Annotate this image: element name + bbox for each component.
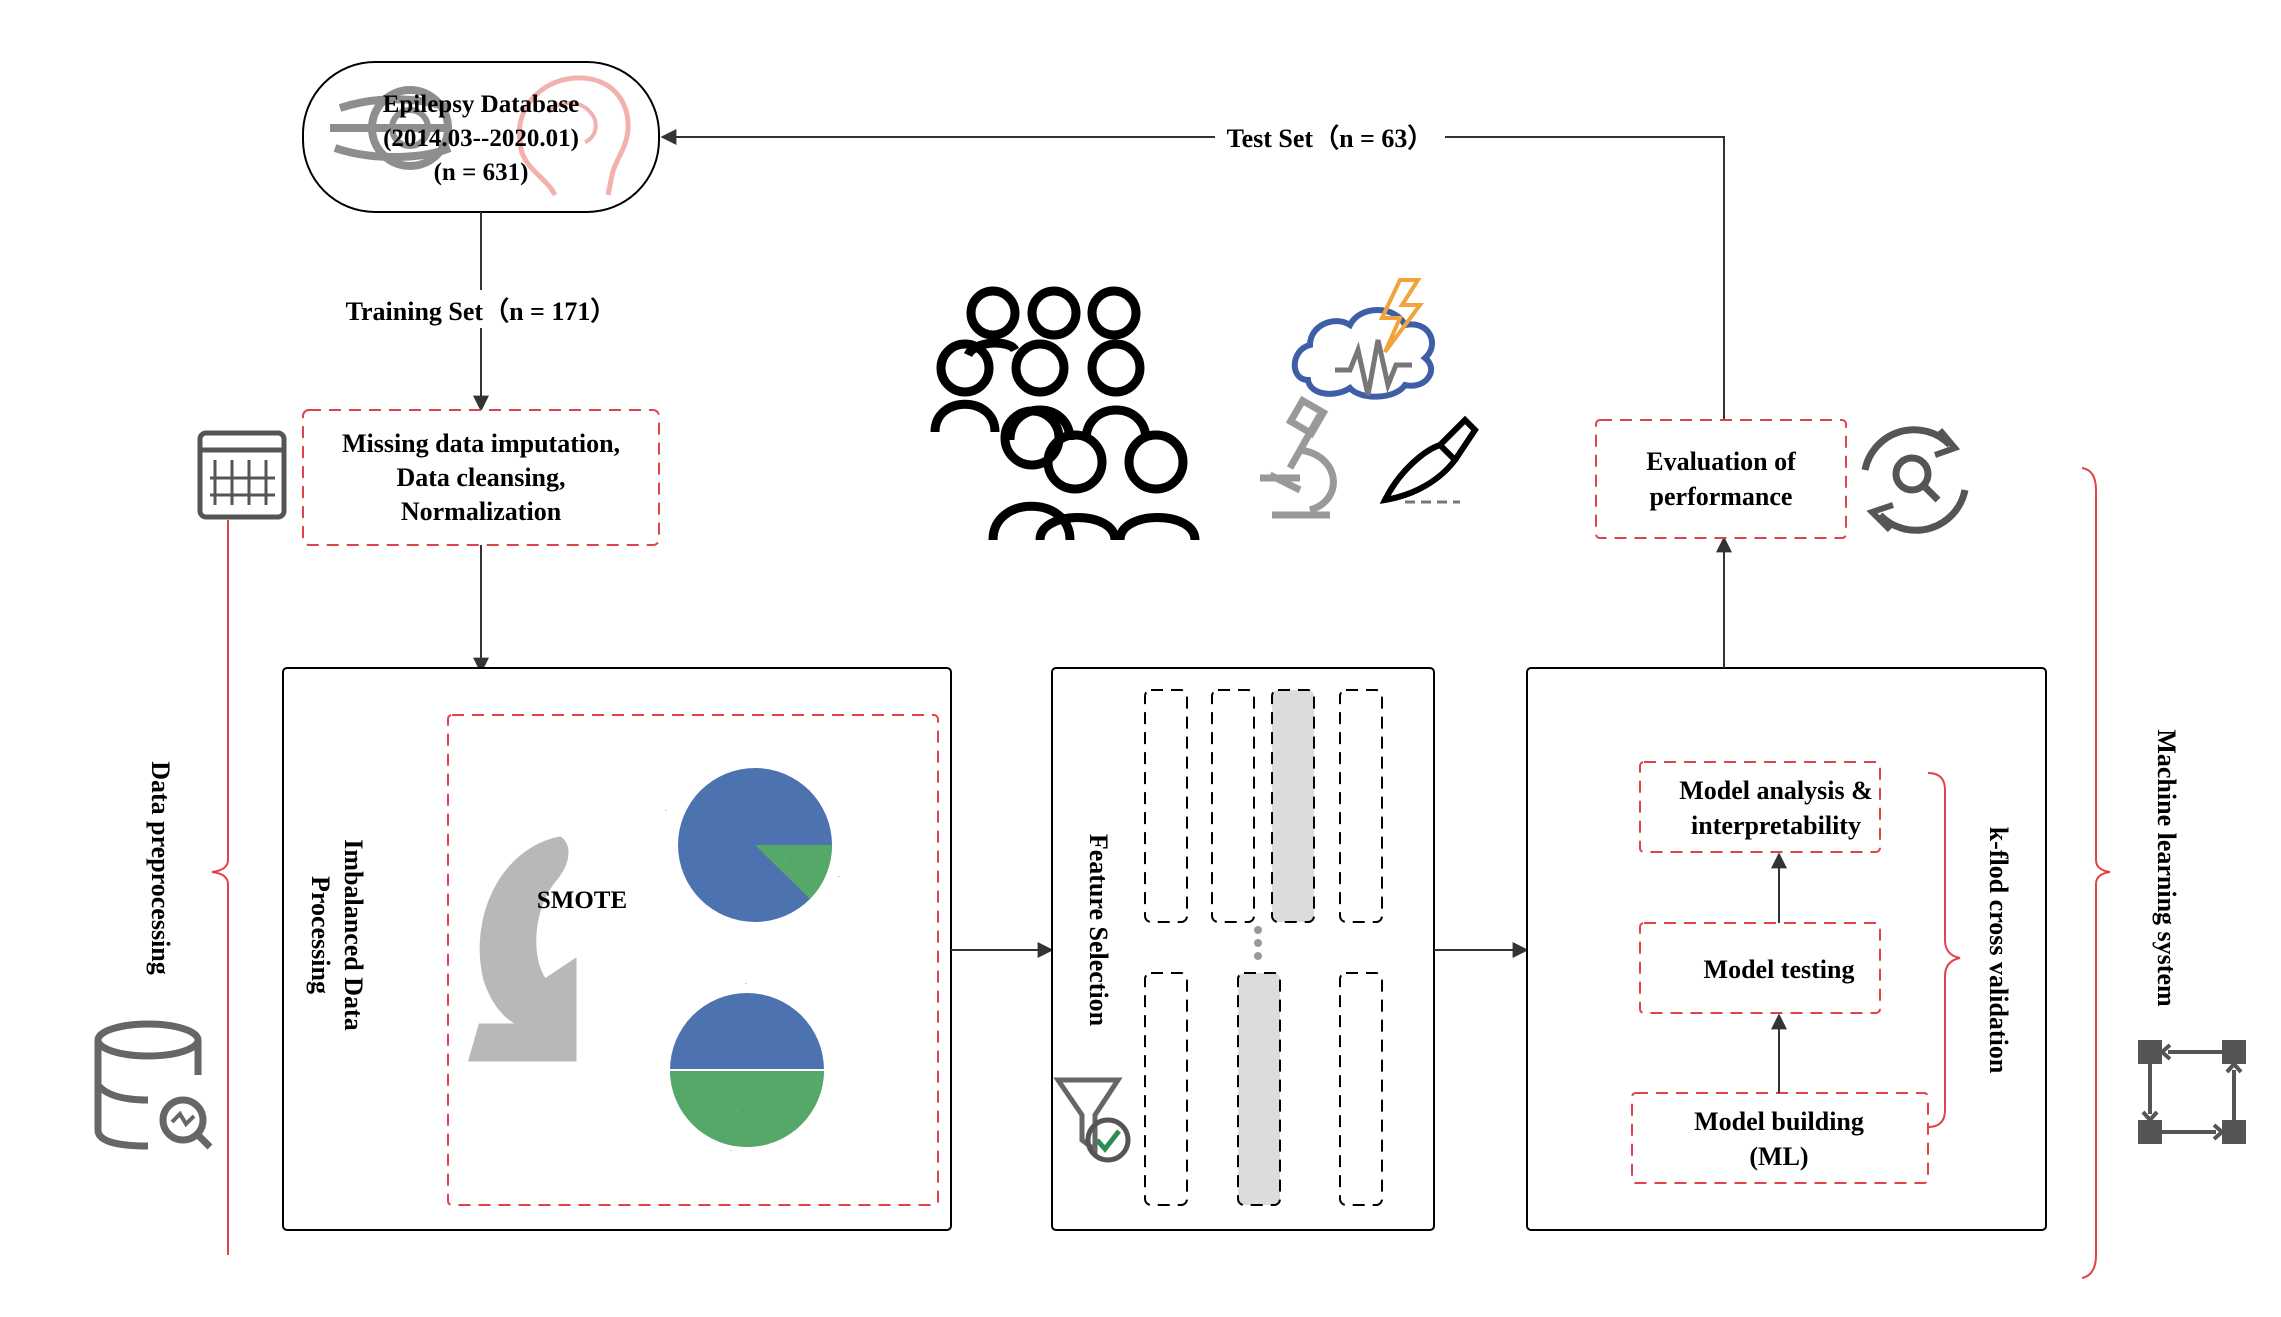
machine-learning-system-label: Machine learning system bbox=[2152, 729, 2181, 1007]
preprocess-line1: Missing data imputation, bbox=[342, 429, 620, 458]
model-testing-label: Model testing bbox=[1704, 955, 1855, 984]
kfold-brace bbox=[1927, 772, 1961, 1128]
pie-chart-after: - - - - bbox=[670, 981, 824, 1154]
model-panel: Model analysis & interpretability Model … bbox=[1526, 667, 2047, 1231]
smote-arrow-icon bbox=[468, 836, 577, 1062]
svg-text:-: - bbox=[745, 981, 747, 987]
feature-columns bbox=[1144, 689, 1383, 1206]
feature-selection-title: Feature Selection bbox=[1084, 834, 1113, 1027]
model-building-line2: (ML) bbox=[1749, 1142, 1808, 1171]
crowd-people-icon bbox=[930, 286, 1200, 541]
evaluation-box: Evaluation of performance bbox=[1595, 419, 1847, 539]
brain-lightning-icon bbox=[1291, 278, 1436, 400]
preprocess-line2: Data cleansing, bbox=[397, 463, 566, 492]
feature-selection-panel: Feature Selection bbox=[1051, 667, 1435, 1231]
imbalanced-title-line1: Imbalanced Data bbox=[339, 839, 368, 1030]
database-title: Epilepsy Database bbox=[383, 91, 580, 118]
smote-label: SMOTE bbox=[537, 887, 627, 914]
svg-text:-: - bbox=[838, 874, 840, 880]
model-building-line1: Model building bbox=[1694, 1107, 1864, 1136]
refresh-search-icon bbox=[1861, 426, 1969, 534]
ellipsis-dots bbox=[1254, 926, 1262, 960]
model-analysis-line2: interpretability bbox=[1691, 811, 1861, 840]
spreadsheet-icon bbox=[197, 430, 287, 520]
imbalanced-title-line2: Processing bbox=[306, 876, 335, 994]
epilepsy-database-node: Epilepsy Database (2014.03--2020.01) (n … bbox=[302, 61, 660, 213]
training-set-label: Training Set（n = 171） bbox=[346, 297, 617, 326]
scalpel-icon bbox=[1379, 415, 1479, 504]
svg-text:-: - bbox=[700, 821, 702, 827]
svg-text:-: - bbox=[730, 1148, 732, 1154]
data-preprocessing-label: Data preprocessing bbox=[146, 761, 175, 975]
imbalanced-data-panel: Imbalanced Data Processing SMOTE - - - -… bbox=[282, 667, 952, 1231]
evaluation-line1: Evaluation of bbox=[1646, 447, 1796, 476]
evaluation-line2: performance bbox=[1650, 482, 1793, 511]
preprocess-line3: Normalization bbox=[401, 497, 562, 526]
database-count: (n = 631) bbox=[434, 159, 529, 186]
database-search-icon bbox=[94, 1020, 213, 1150]
database-date-range: (2014.03--2020.01) bbox=[383, 125, 579, 152]
model-analysis-line1: Model analysis & bbox=[1679, 776, 1873, 805]
svg-text:-: - bbox=[740, 1018, 742, 1024]
workflow-icon bbox=[2138, 1040, 2246, 1144]
svg-text:-: - bbox=[742, 1108, 744, 1114]
test-set-label: Test Set（n = 63） bbox=[1227, 124, 1434, 153]
right-brace bbox=[2081, 467, 2111, 1279]
microscope-icon bbox=[1260, 395, 1337, 519]
pie-chart-before: - - - - bbox=[665, 768, 840, 922]
left-brace bbox=[211, 520, 229, 1255]
svg-text:-: - bbox=[790, 856, 792, 862]
kfold-label: k-flod cross validation bbox=[1984, 827, 2013, 1074]
test-arrow bbox=[660, 129, 1725, 420]
filter-check-icon bbox=[1053, 1077, 1131, 1163]
svg-text:-: - bbox=[665, 808, 667, 814]
brain-head-icon bbox=[330, 75, 631, 197]
preprocessing-box: Missing data imputation, Data cleansing,… bbox=[302, 409, 660, 546]
